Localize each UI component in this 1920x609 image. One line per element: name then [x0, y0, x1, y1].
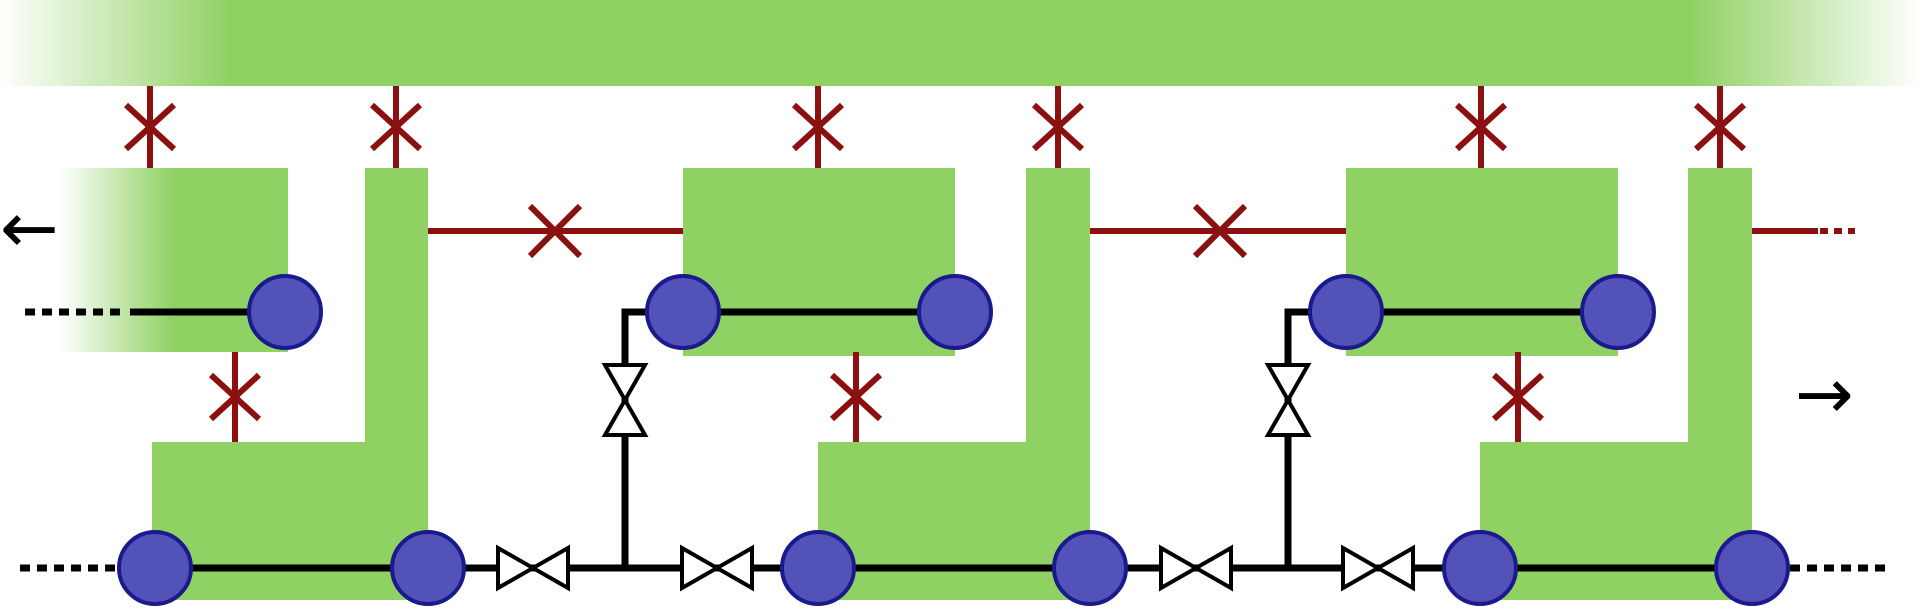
l-region-2: [818, 168, 1090, 600]
asterisk-cross-icon: [1491, 352, 1545, 442]
bowtie-valve-icon: [680, 544, 754, 592]
x-cross-icon: [527, 203, 583, 259]
asterisk-cross-icon: [369, 86, 423, 168]
x-cross-icon: [1192, 203, 1248, 259]
bowtie-valve-icon: [1159, 544, 1233, 592]
circle-node-icon: [247, 274, 323, 350]
circle-node-icon: [780, 530, 856, 606]
l-region-1: [152, 168, 428, 600]
left-arrow: ←: [0, 187, 59, 269]
circle-node-icon: [917, 274, 993, 350]
circle-node-icon: [390, 530, 466, 606]
circle-node-icon: [1052, 530, 1128, 606]
circle-node-icon: [117, 530, 193, 606]
bowtie-valve-icon: [1264, 363, 1312, 437]
right-arrow: →: [1795, 353, 1854, 435]
bowtie-valve-icon: [496, 544, 570, 592]
l-region-3: [1480, 168, 1752, 600]
nodes: [117, 274, 1790, 606]
asterisk-cross-icon: [208, 352, 262, 442]
circle-node-icon: [1580, 274, 1656, 350]
asterisk-cross-icon: [1693, 86, 1747, 168]
bowtie-valve-icon: [601, 363, 649, 437]
circle-node-icon: [1714, 530, 1790, 606]
upper-box-1: [683, 168, 955, 356]
valves: [496, 363, 1415, 592]
riser-2: [1284, 308, 1346, 568]
asterisk-cross-icon: [123, 86, 177, 168]
top-bar-region: [0, 0, 1920, 86]
asterisk-cross-icon: [1454, 86, 1508, 168]
vertical-couplers: [123, 86, 1747, 442]
circle-node-icon: [1308, 274, 1384, 350]
asterisk-cross-icon: [1031, 86, 1085, 168]
circle-node-icon: [1442, 530, 1518, 606]
circle-node-icon: [645, 274, 721, 350]
arrows: ← →: [0, 187, 1854, 435]
x-crosses: [527, 203, 1248, 259]
asterisk-cross-icon: [829, 352, 883, 442]
riser-1: [621, 308, 683, 568]
upper-box-2: [1346, 168, 1618, 356]
asterisk-cross-icon: [791, 86, 845, 168]
bowtie-valve-icon: [1341, 544, 1415, 592]
